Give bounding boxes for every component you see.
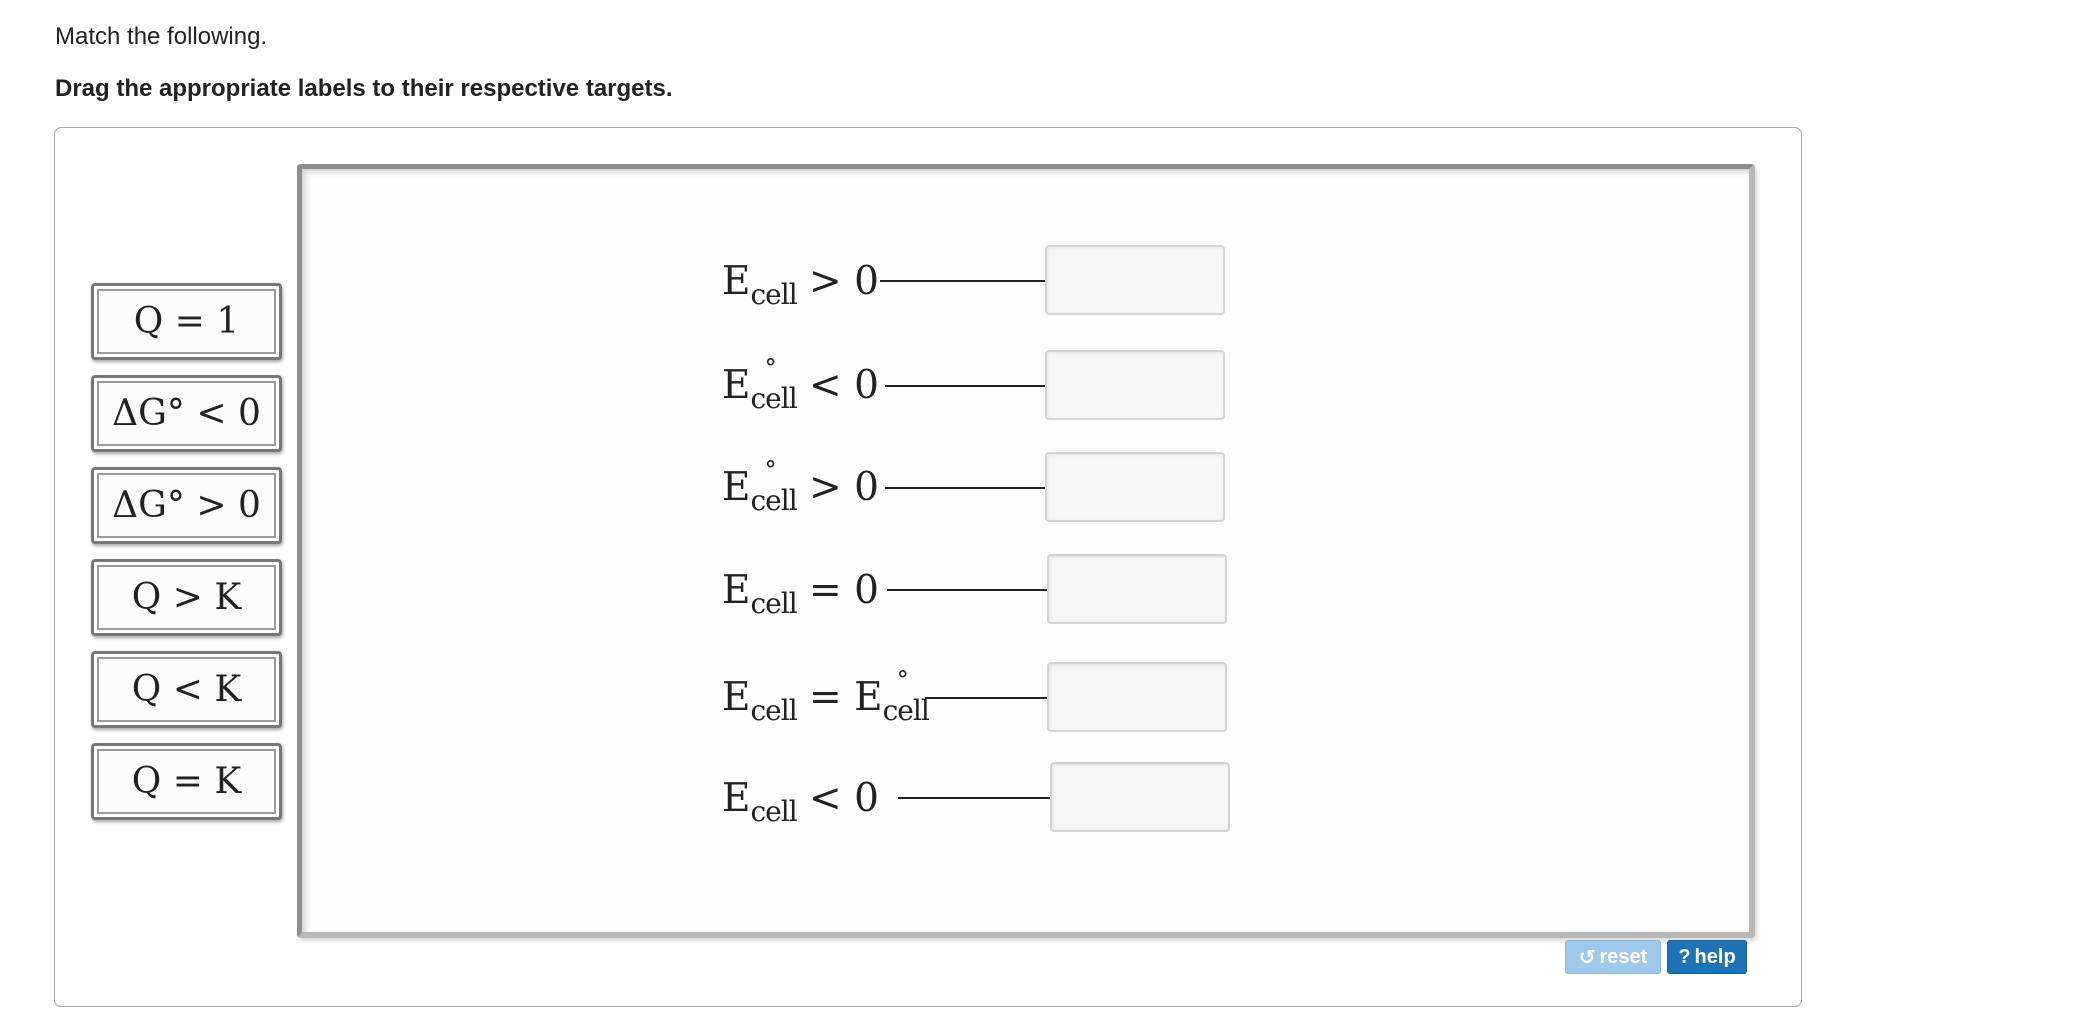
expression-rhs-subscript: cell xyxy=(882,694,930,727)
drop-target-3[interactable] xyxy=(1045,452,1225,522)
expression-subscript: cell xyxy=(750,694,797,727)
leader-line xyxy=(898,797,1050,799)
label-q-equals-k[interactable]: Q = K xyxy=(91,743,282,820)
expression-symbol: E xyxy=(722,568,751,613)
expression-symbol: E xyxy=(722,363,751,408)
drop-target-1[interactable] xyxy=(1045,245,1225,315)
label-delta-g-negative[interactable]: ΔG° < 0 xyxy=(91,375,282,452)
label-q-equals-1[interactable]: Q = 1 xyxy=(91,283,282,360)
target-expression: Ecell = 0 xyxy=(722,571,879,618)
drop-target-5[interactable] xyxy=(1047,662,1227,732)
label-delta-g-positive[interactable]: ΔG° > 0 xyxy=(91,467,282,544)
target-area xyxy=(297,164,1755,938)
expression-relation: = xyxy=(796,675,855,720)
expression-subscript: cell xyxy=(750,587,797,620)
leader-line xyxy=(885,385,1045,387)
target-expression: Ecell > 0 xyxy=(722,262,879,309)
leader-line xyxy=(887,589,1047,591)
target-expression: Ecell = Ecell° xyxy=(722,666,930,727)
leader-line xyxy=(885,487,1045,489)
label-q-less-k[interactable]: Q < K xyxy=(91,651,282,728)
drop-target-6[interactable] xyxy=(1050,762,1230,832)
expression-relation: > 0 xyxy=(796,259,879,304)
label-q-greater-k[interactable]: Q > K xyxy=(91,559,282,636)
reset-button[interactable]: ↺ reset xyxy=(1565,940,1661,974)
expression-subscript: cell xyxy=(750,795,797,828)
expression-relation: < 0 xyxy=(796,363,879,408)
expression-subscript: cell xyxy=(750,484,797,517)
expression-symbol: E xyxy=(722,776,751,821)
drop-target-2[interactable] xyxy=(1045,350,1225,420)
instruction-heading: Drag the appropriate labels to their res… xyxy=(55,75,673,102)
target-expression: Ecell < 0 xyxy=(722,779,879,826)
reset-label: reset xyxy=(1599,945,1648,968)
target-expression: Ecell° > 0 xyxy=(722,456,879,517)
help-button[interactable]: ? help xyxy=(1667,940,1747,974)
expression-subscript: cell xyxy=(750,278,797,311)
reset-arrow-icon: ↺ xyxy=(1578,946,1596,969)
expression-rhs-symbol: E xyxy=(854,675,883,720)
activity-frame xyxy=(54,127,1802,1007)
target-expression: Ecell° < 0 xyxy=(722,354,879,415)
expression-relation: = 0 xyxy=(796,568,879,613)
expression-symbol: E xyxy=(722,675,751,720)
expression-relation: < 0 xyxy=(796,776,879,821)
instruction-text: Match the following. xyxy=(55,23,268,50)
drop-target-4[interactable] xyxy=(1047,554,1227,624)
expression-symbol: E xyxy=(722,465,751,510)
leader-line xyxy=(925,697,1047,699)
question-mark-icon: ? xyxy=(1678,945,1691,968)
expression-subscript: cell xyxy=(750,382,797,415)
expression-symbol: E xyxy=(722,259,751,304)
leader-line xyxy=(880,280,1045,282)
help-label: help xyxy=(1694,945,1736,968)
expression-relation: > 0 xyxy=(796,465,879,510)
